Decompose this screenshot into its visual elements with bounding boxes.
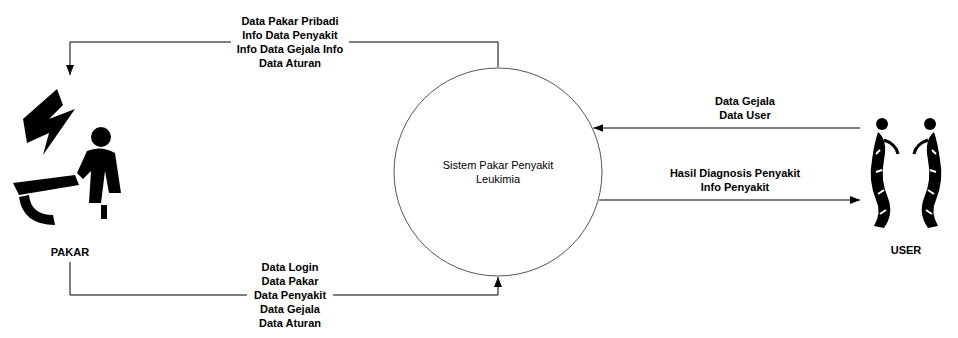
- entity-name: PAKAR: [51, 246, 89, 262]
- process-circle: Sistem Pakar Penyakit Leukimia: [393, 67, 603, 277]
- person-leg: [101, 205, 107, 219]
- person-body: [77, 148, 121, 203]
- desk-shape: [13, 175, 79, 195]
- chair-shape: [19, 195, 55, 225]
- lightning-shape: [23, 89, 75, 155]
- external-entity: USER: [860, 110, 952, 260]
- process-name: Sistem Pakar Penyakit Leukimia: [433, 158, 563, 186]
- data-flow: [593, 128, 860, 129]
- person-figure: [871, 118, 898, 228]
- user-icon: [860, 110, 952, 240]
- process-circle-shape: [394, 68, 602, 276]
- flow-label: Data Pakar Pribadi Info Data Penyakit In…: [231, 14, 349, 70]
- expert-icon: [5, 75, 135, 235]
- flow-label: Hasil Diagnosis Penyakit Info Penyakit: [662, 166, 808, 194]
- entity-name: USER: [891, 244, 922, 260]
- flow-label: Data Login Data Pakar Data Penyakit Data…: [247, 260, 333, 330]
- data-flow: [599, 200, 860, 201]
- flow-label: Data Gejala Data User: [705, 94, 786, 122]
- person-figure: [914, 118, 941, 228]
- person-head: [91, 127, 111, 147]
- process-outline: [393, 67, 603, 277]
- external-entity: PAKAR: [5, 75, 135, 262]
